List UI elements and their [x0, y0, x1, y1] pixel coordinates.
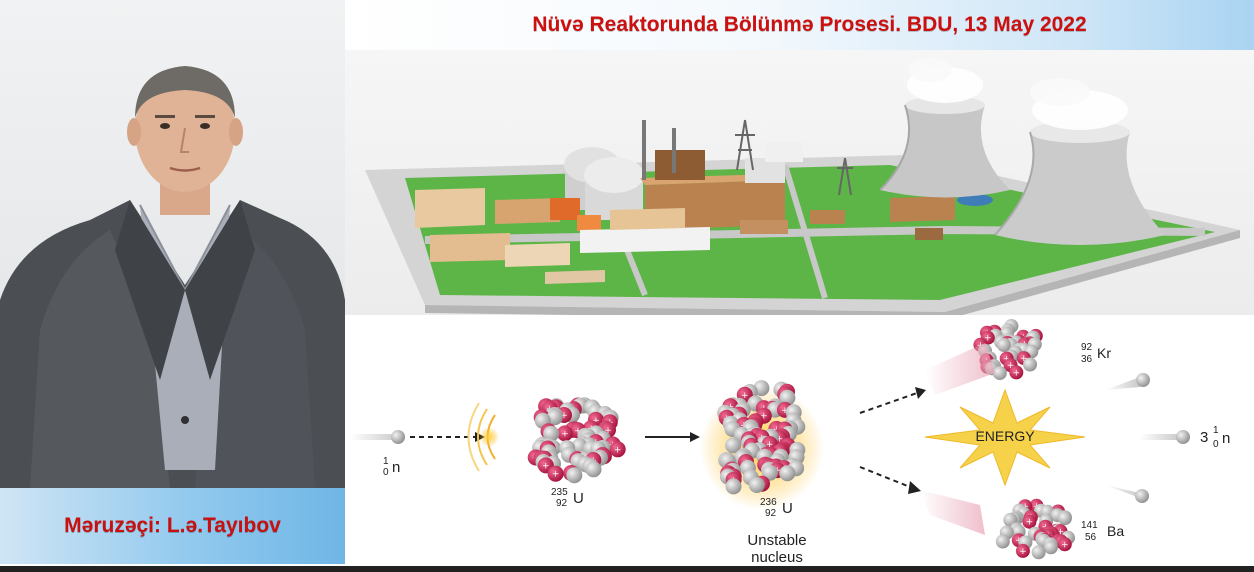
svg-text:U: U: [573, 490, 584, 507]
proton-plus: +: [1019, 547, 1027, 557]
proton-plus: +: [604, 426, 612, 436]
proton-plus: +: [766, 440, 774, 450]
neutrons-out-label: 3 1 0 n: [1200, 425, 1230, 450]
svg-text:Ba: Ba: [1107, 523, 1124, 539]
neutron: [1031, 545, 1046, 560]
svg-text:3: 3: [1200, 429, 1208, 446]
ba-label: 141 56 Ba: [1081, 520, 1124, 543]
svg-text:1: 1: [383, 456, 389, 467]
title-bar: Nüvə Reaktorunda Bölünmə Prosesi. BDU, 1…: [345, 0, 1254, 50]
proton-plus: +: [1007, 361, 1015, 371]
incoming-neutron: [391, 430, 405, 444]
fission-diagram: +++++++++++++++++++++++++++++++ ++++++++…: [345, 315, 1254, 572]
unstable-line-2: nucleus: [751, 549, 803, 566]
unstable-line-1: Unstable: [747, 532, 806, 549]
proton-plus: +: [574, 426, 582, 436]
svg-text:0: 0: [1213, 439, 1219, 450]
svg-text:56: 56: [1085, 532, 1097, 543]
speaker-panel: Məruzəçi: L.ə.Tayıbov: [0, 0, 345, 572]
neutron: [748, 477, 765, 493]
svg-text:n: n: [392, 459, 400, 476]
proton: [1015, 543, 1030, 558]
proton: [556, 425, 573, 442]
neutron-in-label: 1 0 n: [383, 456, 400, 478]
proton-plus: +: [781, 406, 789, 416]
svg-text:0: 0: [383, 467, 389, 478]
u235-nucleus: +++++++++++++++++++++++++++++++: [527, 397, 626, 484]
proton-plus: +: [760, 412, 768, 422]
neutron: [725, 437, 742, 454]
neutron: [585, 461, 602, 478]
svg-text:36: 36: [1081, 354, 1093, 365]
neutron: [546, 409, 563, 426]
proton: [1022, 514, 1037, 529]
outgoing-neutron-1: [1136, 373, 1150, 387]
speaker-caption-text: Məruzəçi: L.ə.Tayıbov: [64, 514, 281, 537]
proton-plus: +: [542, 461, 550, 471]
proton-plus: +: [1026, 518, 1034, 528]
bottom-rule: [0, 566, 1254, 572]
neutron: [1057, 511, 1072, 526]
proton: [547, 465, 564, 482]
proton-plus: +: [552, 470, 560, 480]
proton: [609, 441, 626, 458]
svg-text:141: 141: [1081, 520, 1098, 531]
speaker-illustration: [0, 66, 345, 488]
dashed-arrow-down: [859, 466, 911, 488]
fission-drawing: +++++++++++++++++++++++++++++++ ++++++++…: [350, 319, 1230, 566]
energy-star: [924, 388, 1086, 487]
proton-plus: +: [561, 429, 569, 439]
svg-text:U: U: [782, 500, 793, 517]
ba-nucleus: +++++++++++++++++++++: [995, 498, 1075, 560]
proton-plus: +: [741, 391, 749, 401]
svg-text:92: 92: [556, 498, 568, 509]
proton-plus: +: [1061, 540, 1069, 550]
neutron-trail: [350, 434, 400, 440]
neutron: [566, 467, 583, 484]
nuclear-plant-illustration: [345, 50, 1254, 315]
plant-drawing: [365, 58, 1240, 315]
neutron: [779, 389, 796, 406]
proton-plus: +: [560, 411, 568, 421]
outgoing-neutron-2: [1176, 430, 1190, 444]
svg-text:235: 235: [551, 487, 568, 498]
speaker-photo: [0, 0, 345, 488]
neutron: [995, 534, 1010, 549]
u236-nucleus: ++++++++++++++++++++++++++++++++++++++++…: [717, 380, 806, 495]
neutron: [543, 425, 560, 442]
svg-text:1: 1: [1213, 425, 1219, 436]
neutron: [779, 465, 796, 482]
u235-label: 235 92 U: [551, 487, 584, 509]
dashed-arrow-up: [859, 392, 918, 414]
energy-label: ENERGY: [975, 428, 1035, 444]
proton-plus: +: [1020, 354, 1028, 364]
proton: [1009, 365, 1024, 380]
svg-text:Kr: Kr: [1097, 345, 1111, 361]
proton-plus: +: [592, 416, 600, 426]
proton-plus: +: [776, 434, 784, 444]
proton-plus: +: [1013, 368, 1021, 378]
proton-plus: +: [984, 334, 992, 344]
proton-plus: +: [614, 445, 622, 455]
svg-text:92: 92: [765, 508, 777, 519]
neutron: [725, 478, 742, 495]
svg-text:92: 92: [1081, 342, 1093, 353]
proton: [1057, 537, 1072, 552]
neutron: [996, 338, 1011, 352]
speaker-caption: Məruzəçi: L.ə.Tayıbov: [0, 488, 345, 564]
svg-text:n: n: [1222, 430, 1230, 447]
u236-label: 236 92 U: [760, 497, 793, 519]
neutron: [1023, 357, 1037, 372]
proton-plus: +: [1057, 527, 1065, 537]
outgoing-neutron-3: [1135, 489, 1149, 503]
neutron: [761, 464, 778, 481]
kr-label: 92 36 Kr: [1081, 342, 1111, 365]
neutron: [992, 366, 1007, 381]
page-title: Nüvə Reaktorunda Bölünmə Prosesi. BDU, 1…: [532, 13, 1087, 36]
svg-text:236: 236: [760, 497, 777, 508]
neutron: [1043, 540, 1058, 555]
